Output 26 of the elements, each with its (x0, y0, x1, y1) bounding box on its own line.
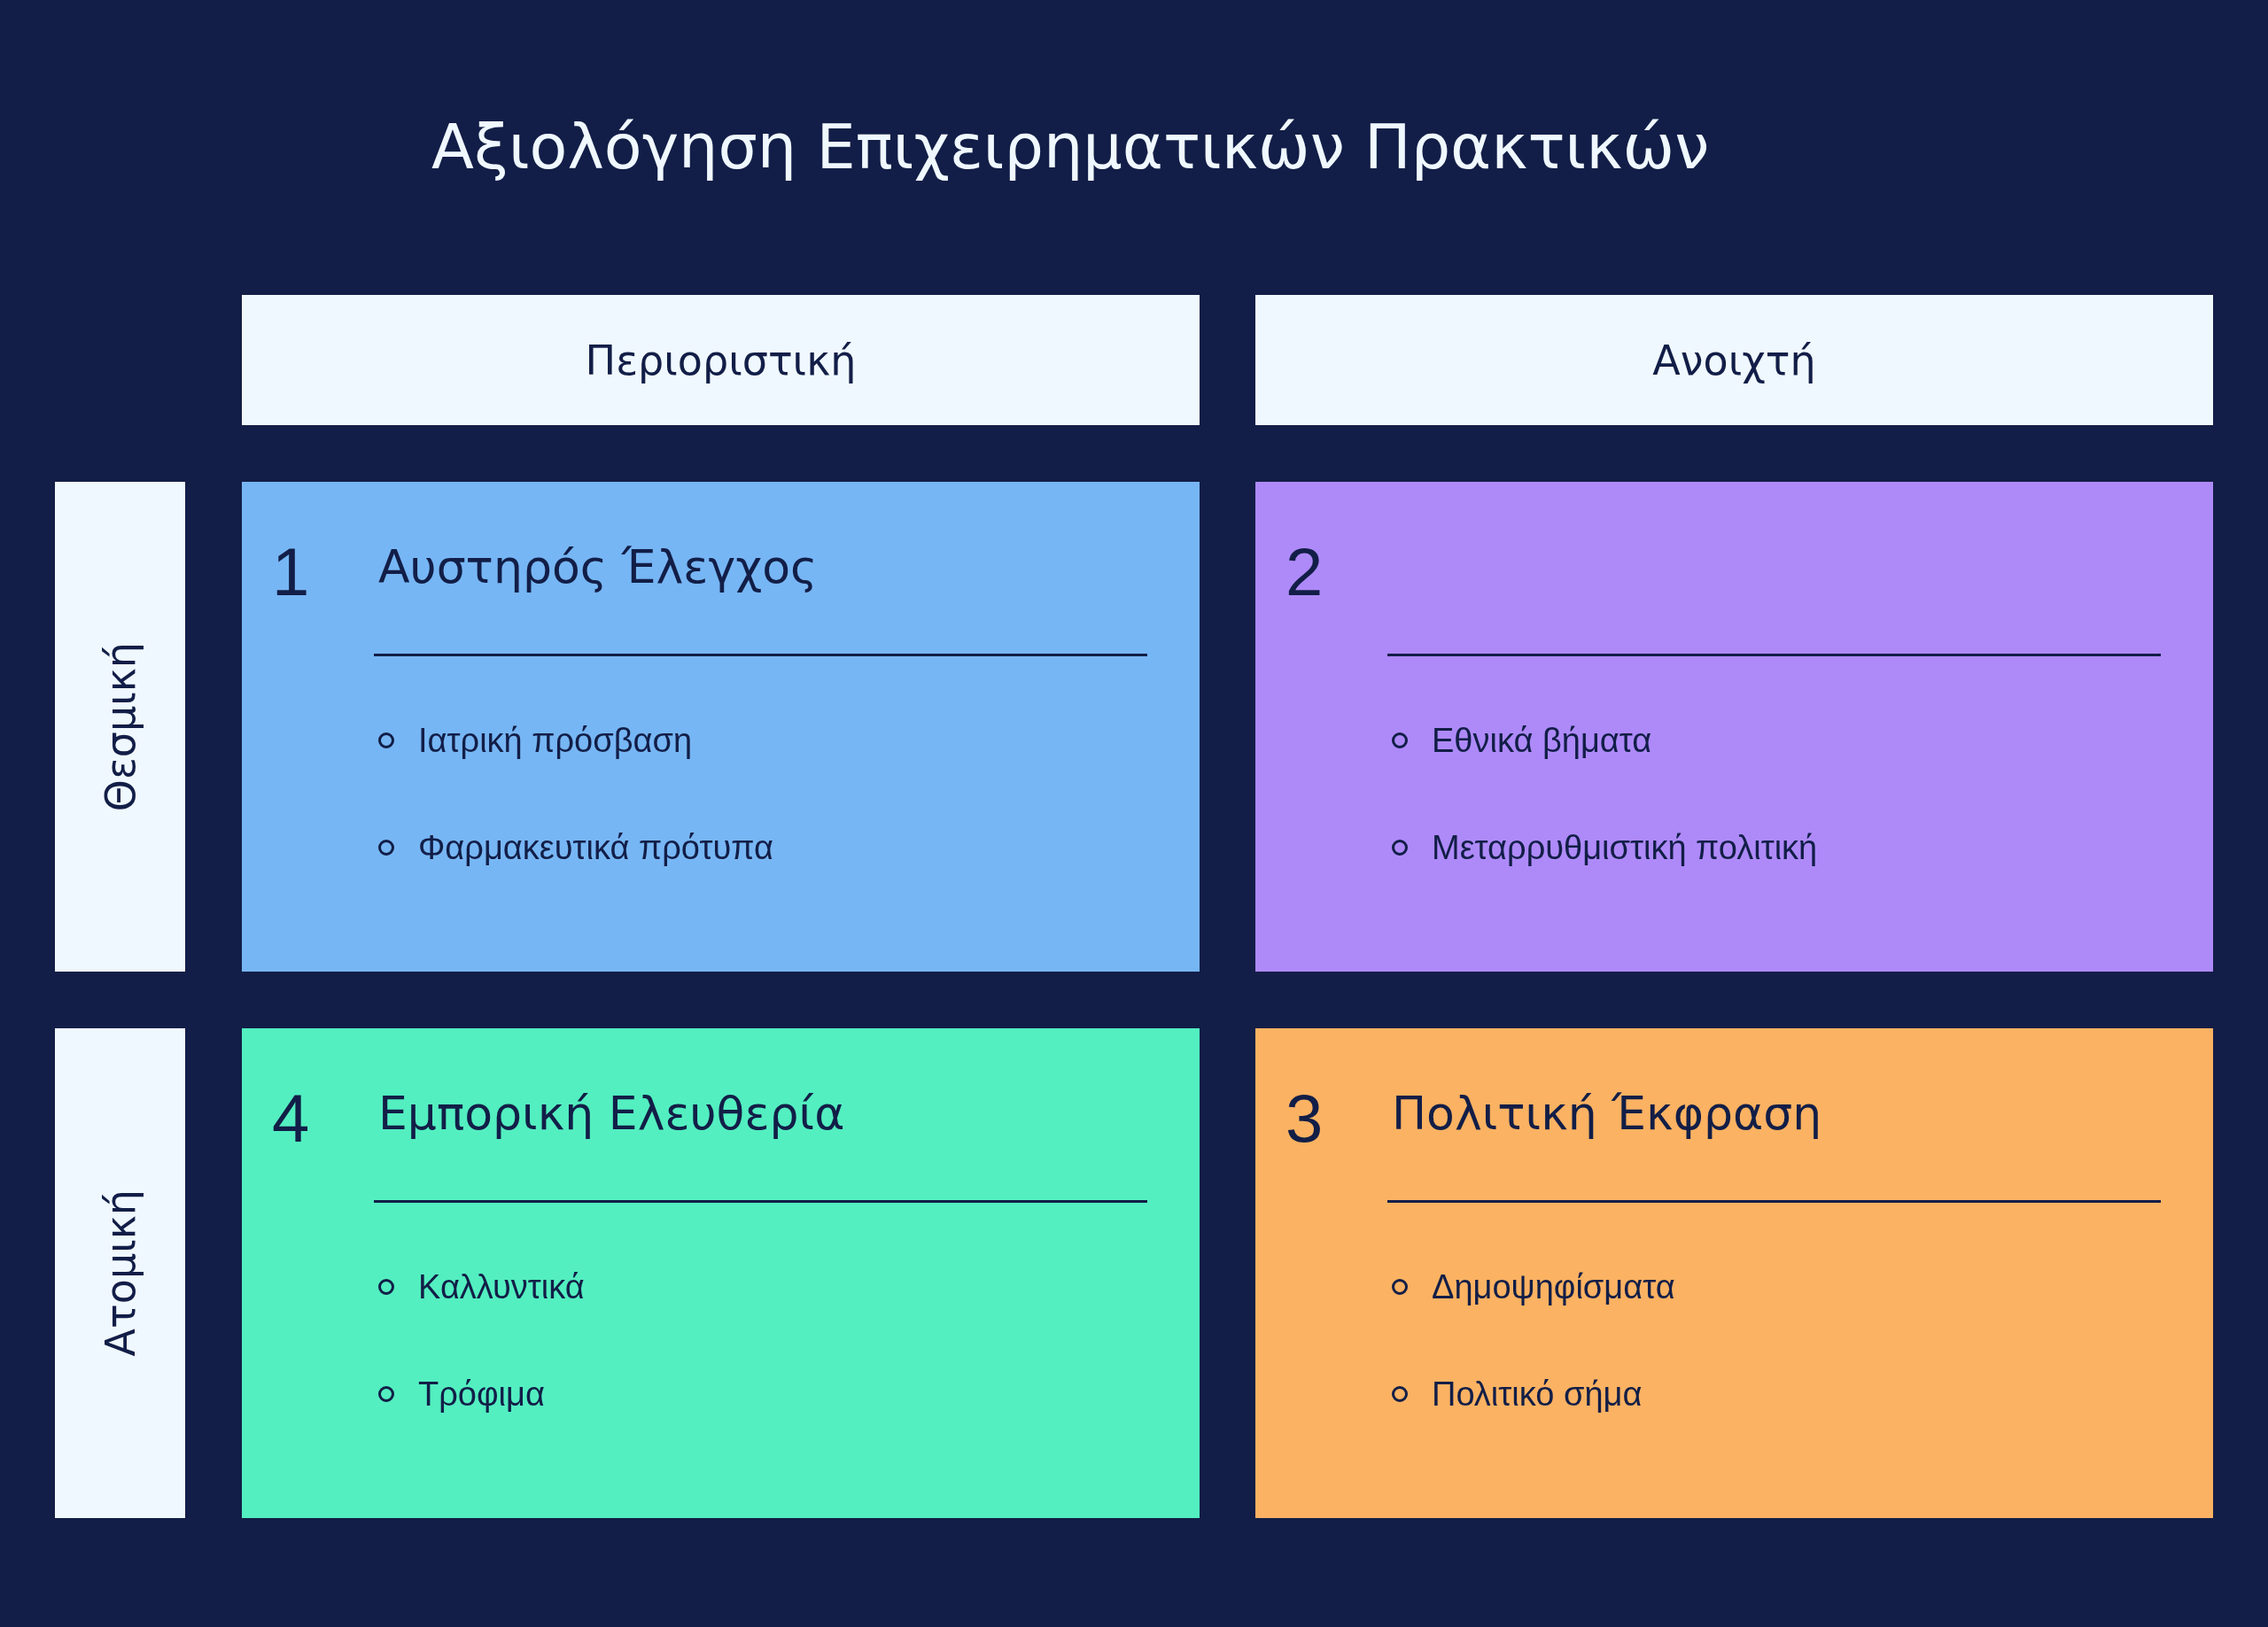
quadrant-card (242, 482, 1200, 972)
quadrant-number: 3 (1285, 1083, 1324, 1154)
quadrant-number: 1 (272, 537, 310, 608)
quadrant-card (1255, 1028, 2213, 1518)
list-item: Φαρμακευτικά πρότυπα (418, 828, 773, 868)
quadrant-heading: Πολιτική Έκφραση (1392, 1086, 1822, 1142)
quadrant-card (1255, 482, 2213, 972)
list-item: Τρόφιμα (418, 1375, 545, 1414)
list-item: Εθνικά βήματα (1432, 721, 1652, 761)
list-item: Δημοψηφίσματα (1432, 1267, 1675, 1307)
page-title: Αξιολόγηση Επιχειρηματικών Πρακτικών (431, 110, 1710, 184)
column-header: Ανοιχτή (1255, 295, 2213, 425)
quadrant-number: 4 (272, 1083, 310, 1154)
row-header-box (55, 1028, 185, 1518)
list-item: Πολιτικό σήμα (1432, 1375, 1643, 1414)
column-header: Περιοριστική (242, 295, 1200, 425)
quadrant-number: 2 (1285, 537, 1324, 608)
list-item: Καλλυντικά (418, 1267, 585, 1307)
quadrant-heading: Εμπορική Ελευθερία (378, 1086, 845, 1142)
quadrant-card (242, 1028, 1200, 1518)
row-header-box (55, 482, 185, 972)
quadrant-heading: Αυστηρός Έλεγχος (378, 539, 818, 595)
list-item: Μεταρρυθμιστική πολιτική (1432, 828, 1818, 868)
row-header-label: Θεσμική (96, 641, 144, 812)
list-item: Ιατρική πρόσβαση (418, 721, 693, 761)
row-header-label: Ατομική (96, 1189, 144, 1357)
